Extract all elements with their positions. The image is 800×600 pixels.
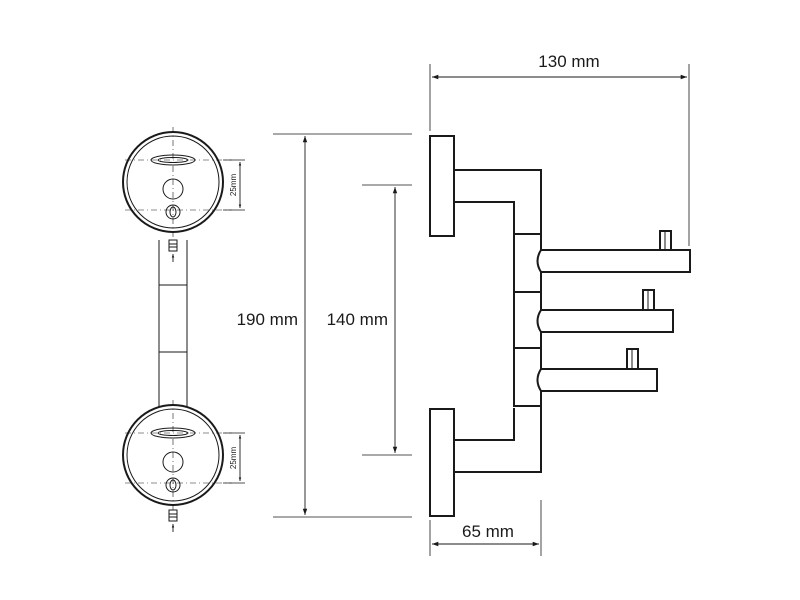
dim-height-total: 190 mm bbox=[237, 310, 298, 329]
dim-depth: 65 mm bbox=[462, 522, 514, 541]
dim-width-total: 130 mm bbox=[538, 52, 599, 71]
set-screw-bottom bbox=[168, 509, 178, 522]
dim-hole-spacing-bottom: 25mm bbox=[229, 447, 238, 470]
side-view bbox=[429, 135, 691, 517]
set-screw-top bbox=[168, 239, 178, 252]
mounting-hole-icon bbox=[165, 204, 181, 220]
swing-arm-1 bbox=[536, 230, 691, 273]
height-dimensions: 190 mm 140 mm bbox=[237, 133, 412, 518]
bottom-mounting-disc: 25mm bbox=[122, 400, 245, 510]
swing-arm-3 bbox=[536, 348, 658, 392]
wall-arm-bottom bbox=[454, 406, 542, 473]
wall-rosette-bottom bbox=[429, 408, 455, 517]
front-view: 25mm 25mm bbox=[122, 127, 245, 532]
top-mounting-disc: 25mm bbox=[122, 127, 245, 237]
mounting-hole-icon bbox=[162, 451, 184, 473]
mounting-hole-icon bbox=[165, 477, 181, 493]
width-dimensions: 130 mm 65 mm bbox=[429, 52, 690, 556]
mounting-hole-icon bbox=[162, 178, 184, 200]
dim-height-inner: 140 mm bbox=[327, 310, 388, 329]
keyhole-slot-icon bbox=[150, 154, 196, 166]
wall-arm-top bbox=[454, 169, 542, 236]
keyhole-slot-icon bbox=[150, 427, 196, 439]
dim-hole-spacing-top: 25mm bbox=[229, 174, 238, 197]
swing-arm-2 bbox=[536, 289, 674, 333]
wall-rosette-top bbox=[429, 135, 455, 237]
